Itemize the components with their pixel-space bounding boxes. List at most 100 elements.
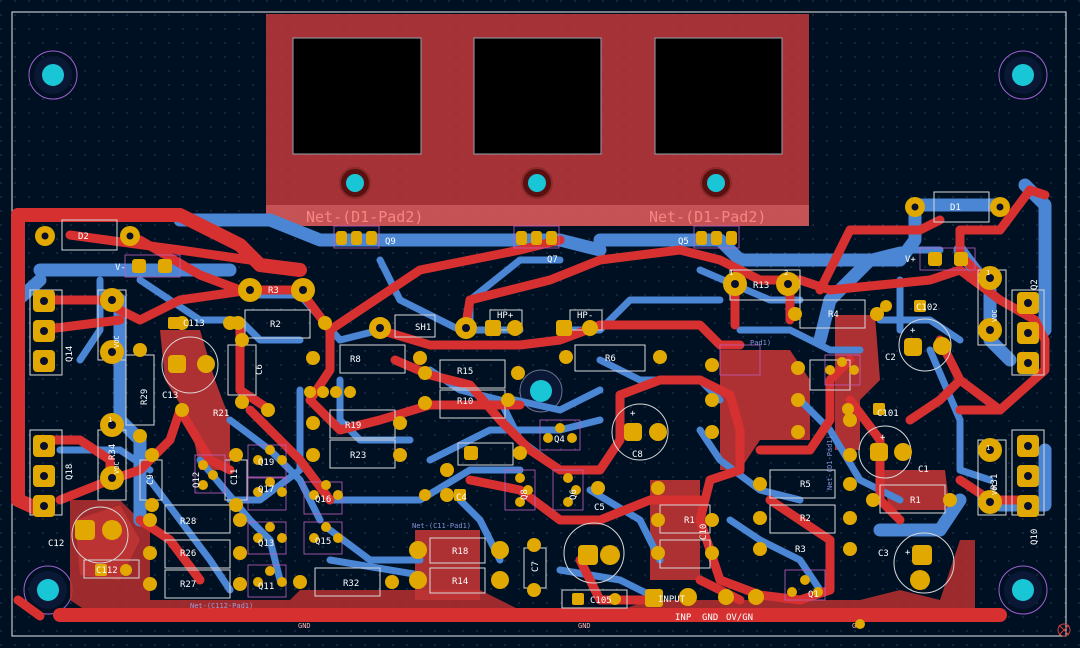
plus-mark: + (905, 548, 911, 558)
net-label-pad1: Pad1) (750, 339, 771, 347)
through-hole-pads (33, 197, 1039, 629)
ref-R19: R19 (345, 421, 361, 431)
gnd-label: GND (578, 622, 591, 630)
ref-R15: R15 (457, 367, 473, 377)
ref-C3: C3 (878, 549, 889, 559)
ref-C11: C11 (230, 469, 240, 485)
conn-INP: INP (675, 613, 692, 623)
plus-mark: + (880, 433, 886, 443)
ref-C102: C102 (916, 303, 938, 313)
ref-Q15: Q15 (315, 537, 331, 547)
ref-R4: R4 (828, 310, 839, 320)
ref-R28: R28 (180, 517, 196, 527)
capacitor-outlines (71, 318, 955, 594)
ref-R1b: R1 (684, 516, 695, 526)
pin-1: 1 (986, 269, 990, 277)
voc-label: VOC (991, 482, 999, 495)
gnd-copper-pour (13, 500, 1007, 622)
ref-C2: C2 (885, 353, 896, 363)
ref-R8: R8 (350, 355, 361, 365)
ref-C105: C105 (590, 596, 612, 606)
net-label-heatsink-left: Net-(D1-Pad2) (306, 208, 423, 226)
ref-Q4: Q4 (554, 435, 565, 445)
ref-Q9: Q9 (385, 237, 396, 247)
ref-R1: R1 (910, 496, 921, 506)
heatsink-zone (266, 14, 809, 226)
gnd-label: GND (298, 622, 311, 630)
ref-Q10: Q10 (1030, 529, 1040, 545)
front-copper-traces (11, 185, 1050, 605)
ref-Q11: Q11 (258, 582, 274, 592)
silkscreen-labels: D2 D1 Q9 Q7 Q5 V- V+ R3 R13 1 2 1 1 1 R2… (48, 203, 990, 623)
ref-Q16: Q16 (315, 495, 331, 505)
ref-D2: D2 (78, 232, 89, 242)
ref-Q2: Q2 (1030, 279, 1040, 290)
ref-R29: R29 (140, 389, 150, 405)
corner-marker-icon (1057, 623, 1071, 637)
net-label-heatsink-right: Net-(D1-Pad2) (649, 208, 766, 226)
ref-R3b: R3 (795, 545, 806, 555)
ref-C10: C10 (699, 524, 709, 540)
plus-mark: + (910, 326, 916, 336)
voc-label: VOC (991, 309, 999, 322)
ref-C9: C9 (146, 474, 156, 485)
ref-R6: R6 (605, 354, 616, 364)
ref-C8: C8 (632, 450, 643, 460)
ref-R32: R32 (343, 579, 359, 589)
ref-R5: R5 (800, 480, 811, 490)
net-label-c112: Net-(C112-Pad1) (190, 602, 253, 610)
ref-R2b: R2 (800, 514, 811, 524)
polarity-marks: + + + + (630, 326, 916, 558)
mounting-hole-icon (28, 50, 78, 100)
ref-Q7: Q7 (547, 255, 558, 265)
ref-R18: R18 (452, 547, 468, 557)
ref-C12: C12 (48, 539, 64, 549)
ref-Q8: Q8 (520, 489, 530, 500)
ref-SH1: SH1 (415, 323, 431, 333)
ref-R2: R2 (270, 320, 281, 330)
ref-HP-minus: HP- (577, 311, 593, 321)
ref-R21: R21 (213, 409, 229, 419)
ref-Q5: Q5 (678, 237, 689, 247)
ref-C7: C7 (531, 561, 541, 572)
ref-V-minus: V- (115, 263, 126, 273)
ref-D1: D1 (950, 203, 961, 213)
ref-Q18: Q18 (65, 464, 75, 480)
net-label-c11: Net-(C11-Pad1) (412, 522, 471, 530)
ref-Q1: Q1 (808, 590, 819, 600)
conn-INPUT: INPUT (658, 595, 686, 605)
ref-C113: C113 (183, 319, 205, 329)
ref-HP-plus: HP+ (497, 311, 514, 321)
ref-C13: C13 (162, 391, 178, 401)
net-label-d1-pad1: Net-(D1-Pad1) (826, 435, 834, 490)
conn-OV-GN: OV/GN (726, 613, 753, 623)
ref-Q12: Q12 (192, 472, 202, 488)
ref-Q19: Q19 (258, 458, 274, 468)
pin-1: 1 (729, 269, 733, 277)
pin-1: 1 (108, 416, 112, 424)
voc-label: VOC (113, 335, 121, 348)
ref-R10: R10 (457, 397, 473, 407)
ref-R26: R26 (180, 549, 196, 559)
conn-GND: GND (702, 613, 718, 623)
plus-mark: + (630, 409, 636, 419)
ref-C5: C5 (594, 503, 605, 513)
ref-C112: C112 (96, 566, 118, 576)
ref-R13: R13 (753, 281, 769, 291)
voc-label: VOC (113, 461, 121, 474)
ref-R27: R27 (180, 580, 196, 590)
ref-R3: R3 (268, 286, 279, 296)
ref-R34: R34 (108, 444, 118, 460)
ref-C101: C101 (877, 409, 899, 419)
ref-C1: C1 (918, 465, 929, 475)
ref-Q17: Q17 (258, 485, 274, 495)
ref-C6: C6 (255, 364, 265, 375)
mounting-hole-icon (998, 565, 1048, 615)
ref-Q6: Q6 (569, 489, 579, 500)
rotated-silkscreen-labels: Q14 Q18 Q2 Q10 R29 R34 R31 C9 C11 C6 C7 … (65, 279, 1040, 572)
ref-C4: C4 (456, 493, 467, 503)
ref-R23: R23 (350, 451, 366, 461)
pin-1: 1 (986, 444, 990, 452)
pin-2: 2 (784, 269, 788, 277)
